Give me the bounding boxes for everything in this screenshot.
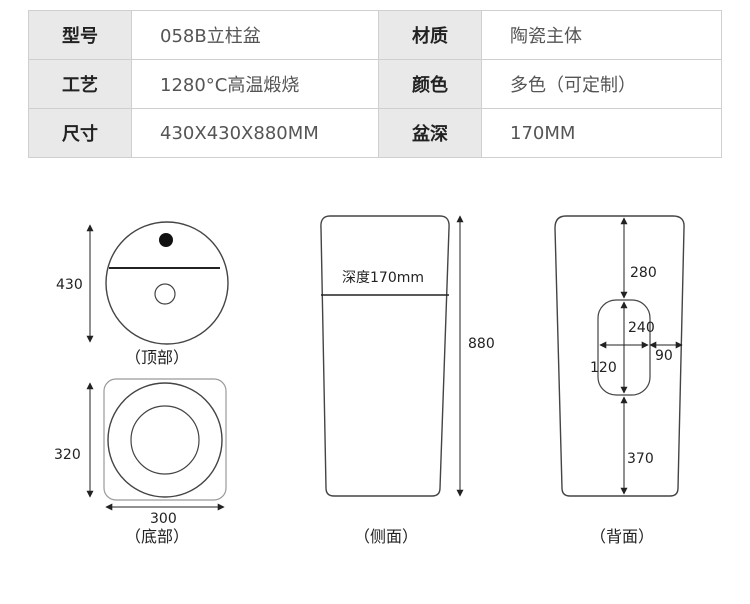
side-view: 深度170mm 880 （侧面） bbox=[320, 215, 495, 546]
top-dim-label: 430 bbox=[56, 277, 83, 293]
bottom-height-dim-label: 320 bbox=[54, 447, 81, 463]
bottom-caption: （底部） bbox=[125, 527, 189, 546]
top-view: 430 （顶部） bbox=[56, 221, 229, 367]
spec-value-color: 多色（可定制） bbox=[481, 59, 722, 109]
spec-key-material: 材质 bbox=[378, 10, 482, 60]
faucet-hole-icon bbox=[159, 233, 173, 247]
side-depth-label: 深度170mm bbox=[342, 270, 424, 286]
top-caption: （顶部） bbox=[125, 348, 189, 367]
bottom-outer-ring bbox=[107, 382, 223, 498]
bottom-base-outline bbox=[103, 378, 227, 501]
spec-key-craft: 工艺 bbox=[28, 59, 132, 109]
back-slot-height-dim-label: 240 bbox=[628, 320, 655, 336]
side-caption: （侧面） bbox=[354, 527, 418, 546]
back-side-dim-label: 90 bbox=[655, 348, 673, 364]
spec-value-size: 430X430X880MM bbox=[131, 108, 379, 158]
spec-value-craft: 1280°C高温煅烧 bbox=[131, 59, 379, 109]
spec-key-model: 型号 bbox=[28, 10, 132, 60]
spec-value-material: 陶瓷主体 bbox=[481, 10, 722, 60]
back-slot-width-dim-label: 120 bbox=[590, 360, 617, 376]
side-body-outline bbox=[320, 215, 450, 497]
spec-table: 型号 058B立柱盆 材质 陶瓷主体 工艺 1280°C高温煅烧 颜色 多色（可… bbox=[28, 10, 722, 158]
spec-key-color: 颜色 bbox=[378, 59, 482, 109]
spec-value-model: 058B立柱盆 bbox=[131, 10, 379, 60]
spec-row-craft: 工艺 1280°C高温煅烧 颜色 多色（可定制） bbox=[28, 59, 722, 109]
spec-value-depth: 170MM bbox=[481, 108, 722, 158]
back-lower-dim-label: 370 bbox=[627, 451, 654, 467]
bottom-inner-ring bbox=[130, 405, 200, 475]
back-caption: （背面） bbox=[590, 527, 654, 546]
top-basin-outline bbox=[105, 221, 229, 345]
back-body-outline bbox=[554, 215, 685, 497]
bottom-view: 320 300 （底部） bbox=[54, 378, 227, 546]
spec-row-model: 型号 058B立柱盆 材质 陶瓷主体 bbox=[28, 10, 722, 60]
spec-key-depth: 盆深 bbox=[378, 108, 482, 158]
bottom-width-dim-label: 300 bbox=[150, 511, 177, 527]
drain-hole-icon bbox=[154, 283, 176, 305]
drawings-canvas: 430 （顶部） 320 300 （底部） 深度170mm 880 （侧面） 2… bbox=[54, 215, 685, 546]
spec-row-size: 尺寸 430X430X880MM 盆深 170MM bbox=[28, 108, 722, 158]
back-view: 280 240 120 90 370 （背面） bbox=[554, 215, 685, 546]
back-upper-dim-label: 280 bbox=[630, 265, 657, 281]
spec-key-size: 尺寸 bbox=[28, 108, 132, 158]
side-height-dim-label: 880 bbox=[468, 336, 495, 352]
